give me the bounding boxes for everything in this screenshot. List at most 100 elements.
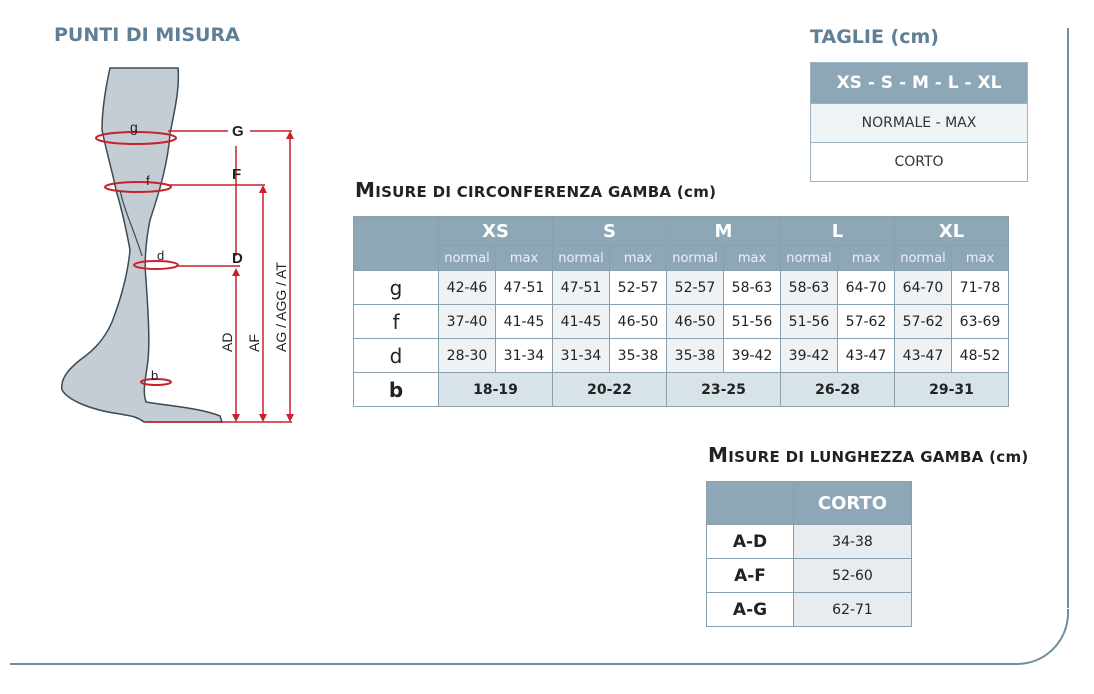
row-label: A-G — [706, 592, 794, 627]
circ-title: MISURE DI CIRCONFERENZA GAMBA (cm) — [355, 178, 717, 202]
table-cell: 57-62 — [894, 304, 952, 339]
table-cell: 34-38 — [793, 524, 912, 559]
table-cell: 41-45 — [552, 304, 610, 339]
punti-title: PUNTI DI MISURA — [54, 24, 240, 46]
table-cell: 46-50 — [609, 304, 667, 339]
table-cell: 42-46 — [438, 270, 496, 305]
table-row: A-G 62-71 — [706, 592, 912, 627]
table-cell: 29-31 — [894, 372, 1009, 407]
corner-cell — [706, 481, 794, 525]
leg-silhouette — [61, 67, 224, 423]
table-row: d 28-30 31-34 31-34 35-38 35-38 39-42 39… — [353, 338, 1009, 373]
table-cell: 43-47 — [837, 338, 895, 373]
table-cell: 58-63 — [780, 270, 838, 305]
table-row: A-F 52-60 — [706, 558, 912, 593]
label-AG: AG / AGG / AT — [273, 262, 289, 352]
size-header: L — [780, 216, 895, 246]
knee-line — [119, 189, 143, 257]
frame-border-bottom — [10, 663, 1015, 665]
length-title: MISURE DI LUNGHEZZA GAMBA (cm) — [708, 443, 1029, 467]
table-cell: 47-51 — [495, 270, 553, 305]
corner-cell — [353, 216, 439, 271]
label-g-small: g — [130, 119, 138, 135]
girth-b-mark — [140, 378, 172, 386]
size-header: M — [666, 216, 781, 246]
label-D-big: D — [232, 250, 243, 267]
table-cell: 23-25 — [666, 372, 781, 407]
table-cell: 51-56 — [780, 304, 838, 339]
table-cell: 71-78 — [951, 270, 1009, 305]
table-cell: 41-45 — [495, 304, 553, 339]
table-cell: 46-50 — [666, 304, 724, 339]
table-cell: 31-34 — [495, 338, 553, 373]
taglie-row-normale: NORMALE - MAX — [810, 103, 1028, 143]
label-F-big: F — [232, 166, 241, 183]
size-header: S — [552, 216, 667, 246]
length-table: CORTO A-D 34-38 A-F 52-60 A-G 62-71 — [706, 481, 912, 627]
table-cell: 58-63 — [723, 270, 781, 305]
girth-f-mark — [104, 181, 172, 193]
table-cell: 64-70 — [894, 270, 952, 305]
taglie-table: XS - S - M - L - XL NORMALE - MAX CORTO — [810, 62, 1028, 182]
table-cell: 62-71 — [793, 592, 912, 627]
table-row: f 37-40 41-45 41-45 46-50 46-50 51-56 51… — [353, 304, 1009, 339]
table-cell: 64-70 — [837, 270, 895, 305]
table-cell: 52-57 — [666, 270, 724, 305]
circumference-table: XS S M L XL normal max normal max normal… — [353, 216, 1009, 407]
length-header: CORTO — [793, 481, 912, 525]
label-f-small: f — [146, 173, 150, 188]
subheader-normal: normal — [552, 245, 610, 271]
label-G-big: G — [232, 123, 244, 140]
girth-d-mark — [133, 260, 179, 270]
table-cell: 26-28 — [780, 372, 895, 407]
subheader-max: max — [951, 245, 1009, 271]
table-row: A-D 34-38 — [706, 524, 912, 559]
row-label-g: g — [353, 270, 439, 305]
label-AD: AD — [219, 333, 235, 352]
table-row: b 18-19 20-22 23-25 26-28 29-31 — [353, 372, 1009, 407]
table-cell: 52-60 — [793, 558, 912, 593]
subheader-max: max — [495, 245, 553, 271]
table-cell: 20-22 — [552, 372, 667, 407]
table-cell: 28-30 — [438, 338, 496, 373]
row-label-f: f — [353, 304, 439, 339]
label-AF: AF — [246, 334, 262, 352]
table-cell: 63-69 — [951, 304, 1009, 339]
subheader-normal: normal — [438, 245, 496, 271]
subheader-max: max — [837, 245, 895, 271]
table-cell: 39-42 — [723, 338, 781, 373]
row-label-d: d — [353, 338, 439, 373]
table-cell: 43-47 — [894, 338, 952, 373]
label-d-small: d — [157, 248, 164, 263]
table-cell: 57-62 — [837, 304, 895, 339]
frame-border-right — [1067, 28, 1069, 608]
table-cell: 52-57 — [609, 270, 667, 305]
table-cell: 51-56 — [723, 304, 781, 339]
label-b-small: b — [151, 368, 158, 383]
leg-diagram: g f d b G F D AD AF AG / AGG / AT — [61, 67, 294, 423]
row-label: A-F — [706, 558, 794, 593]
table-row: g 42-46 47-51 47-51 52-57 52-57 58-63 58… — [353, 270, 1009, 305]
table-cell: 39-42 — [780, 338, 838, 373]
subheader-normal: normal — [780, 245, 838, 271]
row-label-b: b — [353, 372, 439, 407]
table-cell: 47-51 — [552, 270, 610, 305]
size-header: XS — [438, 216, 553, 246]
girth-g-mark — [95, 131, 177, 145]
subheader-max: max — [609, 245, 667, 271]
subheader-normal: normal — [666, 245, 724, 271]
table-cell: 35-38 — [666, 338, 724, 373]
taglie-title: TAGLIE (cm) — [810, 26, 939, 48]
subheader-normal: normal — [894, 245, 952, 271]
row-label: A-D — [706, 524, 794, 559]
size-header: XL — [894, 216, 1009, 246]
table-cell: 37-40 — [438, 304, 496, 339]
taglie-row-corto: CORTO — [810, 142, 1028, 182]
subheader-max: max — [723, 245, 781, 271]
frame-corner — [1015, 609, 1069, 665]
table-cell: 31-34 — [552, 338, 610, 373]
taglie-header: XS - S - M - L - XL — [810, 62, 1028, 104]
table-cell: 18-19 — [438, 372, 553, 407]
table-cell: 48-52 — [951, 338, 1009, 373]
table-cell: 35-38 — [609, 338, 667, 373]
